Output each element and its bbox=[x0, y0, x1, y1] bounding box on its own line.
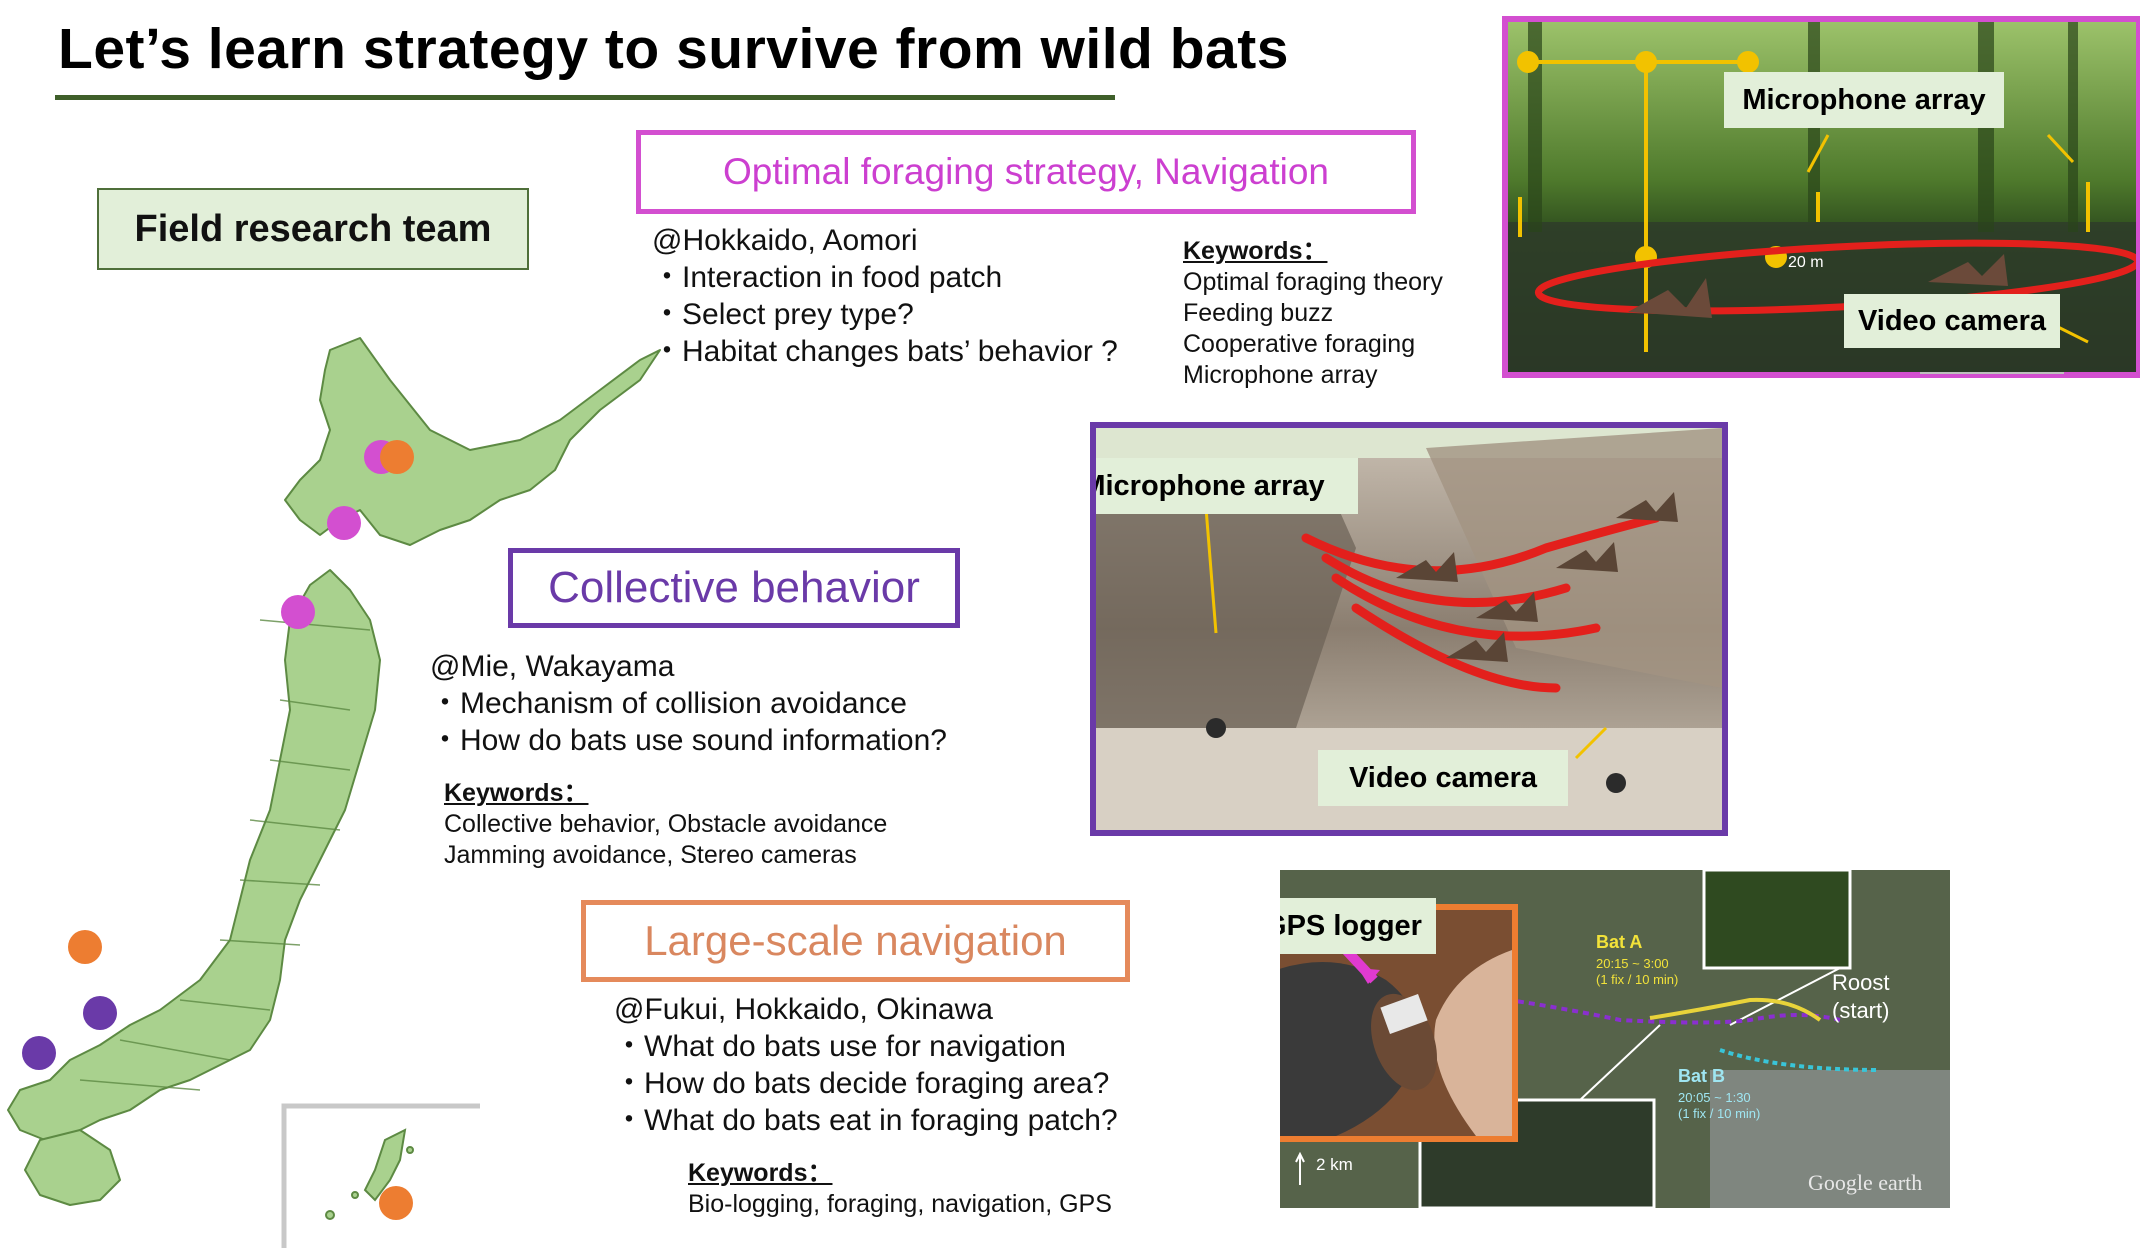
photo-cave-cliff: Microphone array Video camera bbox=[1090, 422, 1728, 836]
topic-large-scale-navigation: Large-scale navigation bbox=[581, 900, 1130, 982]
section3-item: ・What do bats use for navigation bbox=[614, 1030, 1066, 1063]
keyword: Microphone array bbox=[1183, 361, 1378, 389]
roost-label: Roost bbox=[1832, 970, 1889, 995]
section3-keywords: Keywords： Bio-logging, foraging, navigat… bbox=[688, 1158, 1112, 1220]
pink-dot-southern-hokkaido bbox=[327, 506, 361, 540]
section1-item: ・Select prey type? bbox=[652, 298, 914, 331]
distance-label: 20 m bbox=[1788, 254, 1824, 271]
photo2-video-camera-label: Video camera bbox=[1318, 750, 1568, 806]
page-title: Let’s learn strategy to survive from wil… bbox=[58, 17, 1289, 81]
section3-text: @Fukui, Hokkaido, Okinawa ・What do bats … bbox=[614, 991, 1118, 1139]
orange-dot-fukui bbox=[68, 930, 102, 964]
photo-forest-pond: 20 m Microphone array Video camera bbox=[1502, 16, 2140, 378]
section1-location: @Hokkaido, Aomori bbox=[652, 224, 918, 257]
section2-keywords: Keywords： Collective behavior, Obstacle … bbox=[444, 778, 887, 871]
section2-item: ・How do bats use sound information? bbox=[430, 724, 947, 757]
photo2-microphone-array-label: Microphone array bbox=[1096, 458, 1358, 514]
section2-item: ・Mechanism of collision avoidance bbox=[430, 687, 907, 720]
section2-location: @Mie, Wakayama bbox=[430, 650, 675, 683]
keyword: Feeding buzz bbox=[1183, 299, 1334, 327]
bat-b-label: Bat B bbox=[1678, 1066, 1725, 1086]
gps-logger-label: GPS logger bbox=[1280, 898, 1436, 954]
section2-text: @Mie, Wakayama ・Mechanism of collision a… bbox=[430, 648, 947, 759]
honshu-shape bbox=[7, 569, 381, 1141]
photo-gps-map: Bat A 20:15 ~ 3:00 (1 fix / 10 min) Bat … bbox=[1280, 870, 1950, 1208]
orange-dot-okinawa bbox=[379, 1186, 413, 1220]
divider-line bbox=[1920, 372, 2064, 374]
keywords-heading: Keywords： bbox=[1183, 237, 1328, 265]
section1-item: ・Habitat changes bats’ behavior ? bbox=[652, 335, 1118, 368]
scale-label: 2 km bbox=[1316, 1155, 1353, 1174]
keyword: Jamming avoidance, Stereo cameras bbox=[444, 841, 857, 869]
roost-start-label: (start) bbox=[1832, 998, 1889, 1023]
google-earth-credit: Google earth bbox=[1808, 1170, 1922, 1195]
topic-optimal-foraging: Optimal foraging strategy, Navigation bbox=[636, 130, 1416, 214]
bat-a-label: Bat A bbox=[1596, 932, 1642, 952]
purple-dot-mie bbox=[83, 996, 117, 1030]
keyword: Bio-logging, foraging, navigation, GPS bbox=[688, 1190, 1112, 1218]
hand-with-bat-scene bbox=[1280, 910, 1512, 1136]
japan-map bbox=[7, 337, 661, 1206]
pink-dot-aomori bbox=[281, 595, 315, 629]
title-underline bbox=[55, 95, 1115, 100]
section3-item: ・What do bats eat in foraging patch? bbox=[614, 1104, 1118, 1137]
keywords-heading: Keywords： bbox=[444, 779, 589, 807]
kii-shape bbox=[24, 1129, 121, 1206]
keyword: Collective behavior, Obstacle avoidance bbox=[444, 810, 888, 838]
keywords-heading: Keywords： bbox=[688, 1159, 833, 1187]
purple-dot-wakayama bbox=[22, 1036, 56, 1070]
bat-a-time: 20:15 ~ 3:00 bbox=[1596, 956, 1669, 971]
keyword: Cooperative foraging bbox=[1183, 330, 1416, 358]
photo1-microphone-array-label: Microphone array bbox=[1724, 72, 2004, 128]
bat-b-time: 20:05 ~ 1:30 bbox=[1678, 1090, 1751, 1105]
bat-a-rate: (1 fix / 10 min) bbox=[1596, 972, 1678, 987]
orange-dot-hokkaido bbox=[380, 440, 414, 474]
section1-text: @Hokkaido, Aomori ・Interaction in food p… bbox=[652, 222, 1118, 370]
section1-keywords: Keywords： Optimal foraging theory Feedin… bbox=[1183, 236, 1443, 391]
section3-item: ・How do bats decide foraging area? bbox=[614, 1067, 1110, 1100]
hokkaido-shape bbox=[284, 337, 661, 546]
keyword: Optimal foraging theory bbox=[1183, 268, 1443, 296]
field-research-team-label: Field research team bbox=[97, 188, 529, 270]
topic-collective-behavior: Collective behavior bbox=[508, 548, 960, 628]
section3-location: @Fukui, Hokkaido, Okinawa bbox=[614, 993, 993, 1026]
section1-item: ・Interaction in food patch bbox=[652, 261, 1003, 294]
photo1-video-camera-label: Video camera bbox=[1844, 294, 2060, 348]
bat-b-rate: (1 fix / 10 min) bbox=[1678, 1106, 1760, 1121]
okinawa-inset bbox=[281, 1103, 480, 1248]
